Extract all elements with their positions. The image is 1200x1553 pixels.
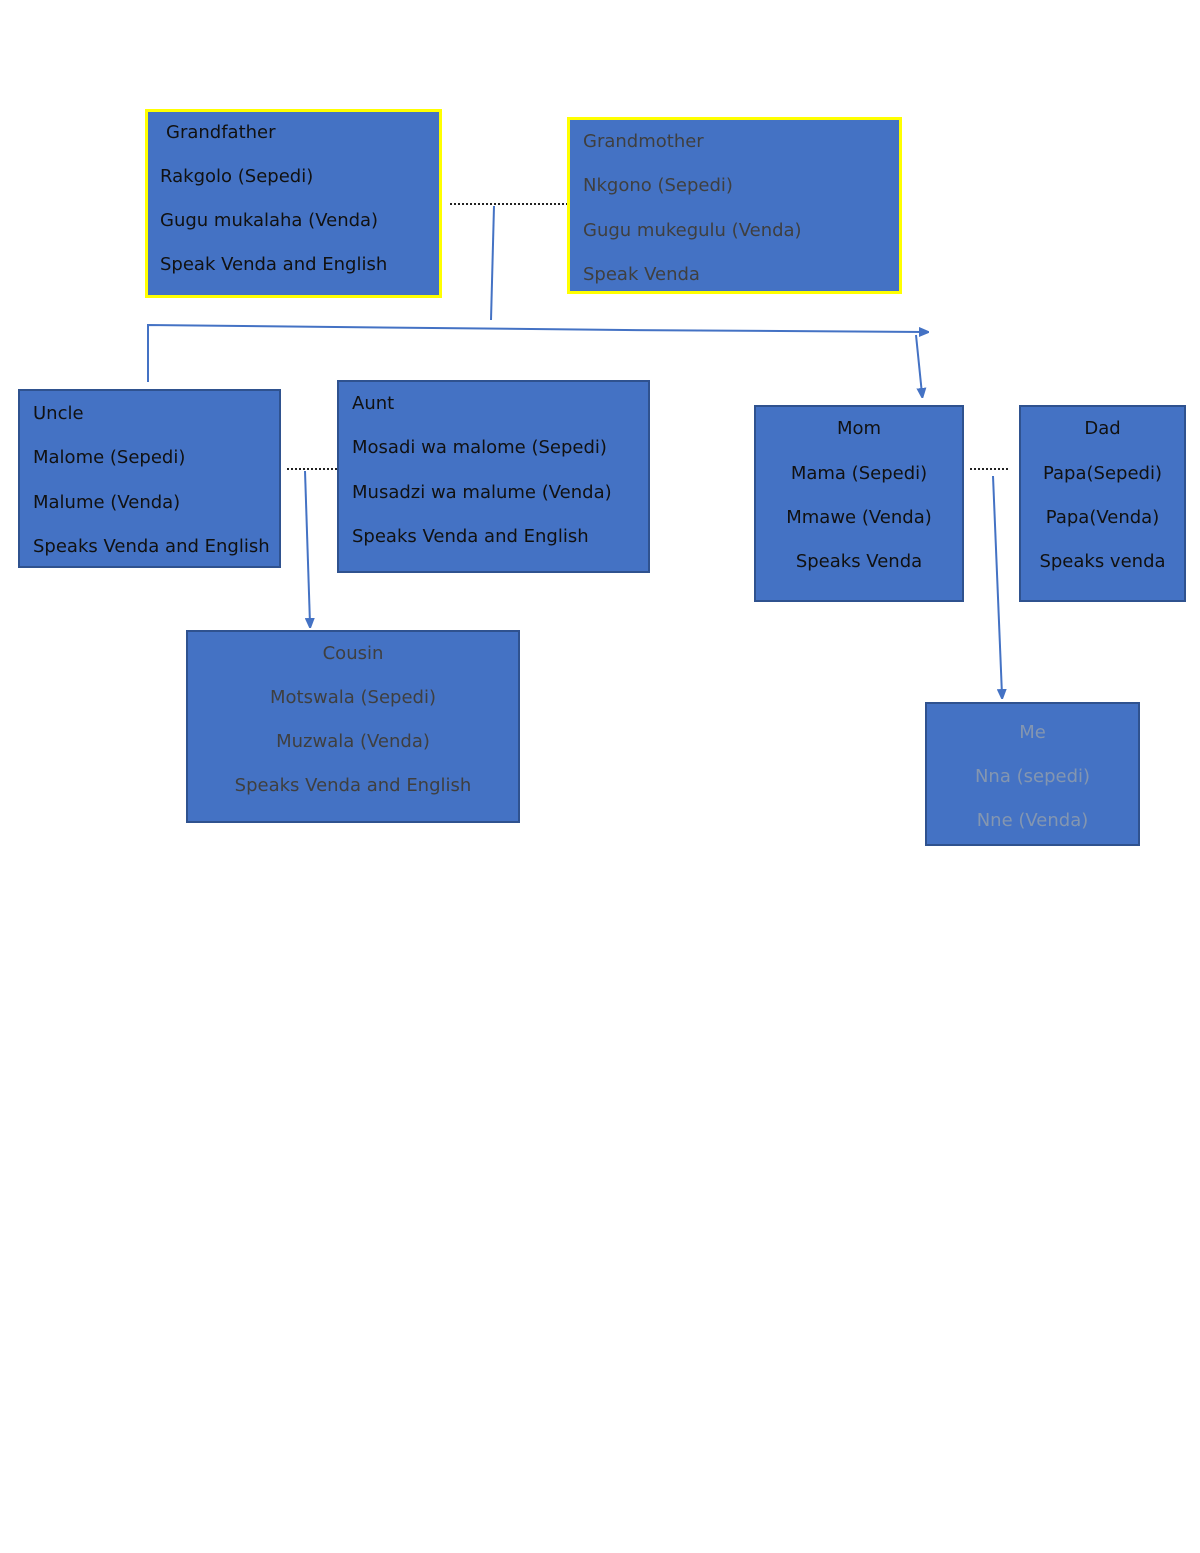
- cousin-box: Cousin Motswala (Sepedi) Muzwala (Venda)…: [186, 630, 520, 823]
- aunt-languages: Speaks Venda and English: [352, 526, 589, 547]
- uncle-languages: Speaks Venda and English: [33, 536, 270, 557]
- mom-languages: Speaks Venda: [795, 551, 923, 572]
- uncle-venda: Malume (Venda): [33, 492, 181, 513]
- grandmother-venda: Gugu mukegulu (Venda): [583, 220, 802, 241]
- me-venda: Nne (Venda): [976, 810, 1089, 831]
- dad-languages: Speaks venda: [1039, 551, 1166, 572]
- grandmother-sepedi: Nkgono (Sepedi): [583, 175, 733, 196]
- cousin-sepedi: Motswala (Sepedi): [270, 687, 436, 708]
- grandfather-title: Grandfather: [166, 122, 276, 143]
- aunt-title: Aunt: [352, 393, 395, 414]
- uncle-sepedi: Malome (Sepedi): [33, 447, 186, 468]
- grandfather-sepedi: Rakgolo (Sepedi): [160, 166, 314, 187]
- mom-venda: Mmawe (Venda): [786, 507, 932, 528]
- mom-title: Mom: [836, 418, 882, 439]
- arrow-to-cousin: [304, 470, 310, 624]
- me-box: Me Nna (sepedi) Nne (Venda): [925, 702, 1140, 846]
- grandmother-title: Grandmother: [583, 131, 704, 152]
- aunt-venda: Musadzi wa malume (Venda): [352, 482, 612, 503]
- grandparents-stem-line: [490, 205, 495, 321]
- dad-box: Dad Papa(Sepedi) Papa(Venda) Speaks vend…: [1019, 405, 1186, 602]
- aunt-sepedi: Mosadi wa malome (Sepedi): [352, 437, 607, 458]
- mom-sepedi: Mama (Sepedi): [790, 463, 928, 484]
- arrow-to-mom: [915, 334, 922, 394]
- grandmother-box: Grandmother Nkgono (Sepedi) Gugu mukegul…: [567, 117, 902, 294]
- dad-sepedi: Papa(Sepedi): [1042, 463, 1162, 484]
- cousin-title: Cousin: [322, 643, 384, 664]
- cousin-languages: Speaks Venda and English: [234, 775, 472, 796]
- grandmother-languages: Speak Venda: [583, 264, 700, 285]
- grandfather-box: Grandfather Rakgolo (Sepedi) Gugu mukala…: [145, 109, 442, 298]
- me-sepedi: Nna (sepedi): [974, 766, 1091, 787]
- me-title: Me: [1019, 722, 1046, 743]
- cousin-venda: Muzwala (Venda): [276, 731, 430, 752]
- dad-venda: Papa(Venda): [1045, 507, 1160, 528]
- aunt-box: Aunt Mosadi wa malome (Sepedi) Musadzi w…: [337, 380, 650, 573]
- arrow-to-me: [992, 475, 1002, 695]
- uncle-title: Uncle: [33, 403, 84, 424]
- mom-box: Mom Mama (Sepedi) Mmawe (Venda) Speaks V…: [754, 405, 964, 602]
- uncle-box: Uncle Malome (Sepedi) Malume (Venda) Spe…: [18, 389, 281, 568]
- grandfather-languages: Speak Venda and English: [160, 254, 388, 275]
- grandfather-venda: Gugu mukalaha (Venda): [160, 210, 379, 231]
- children-branch-line: [147, 323, 925, 382]
- dad-title: Dad: [1084, 418, 1121, 439]
